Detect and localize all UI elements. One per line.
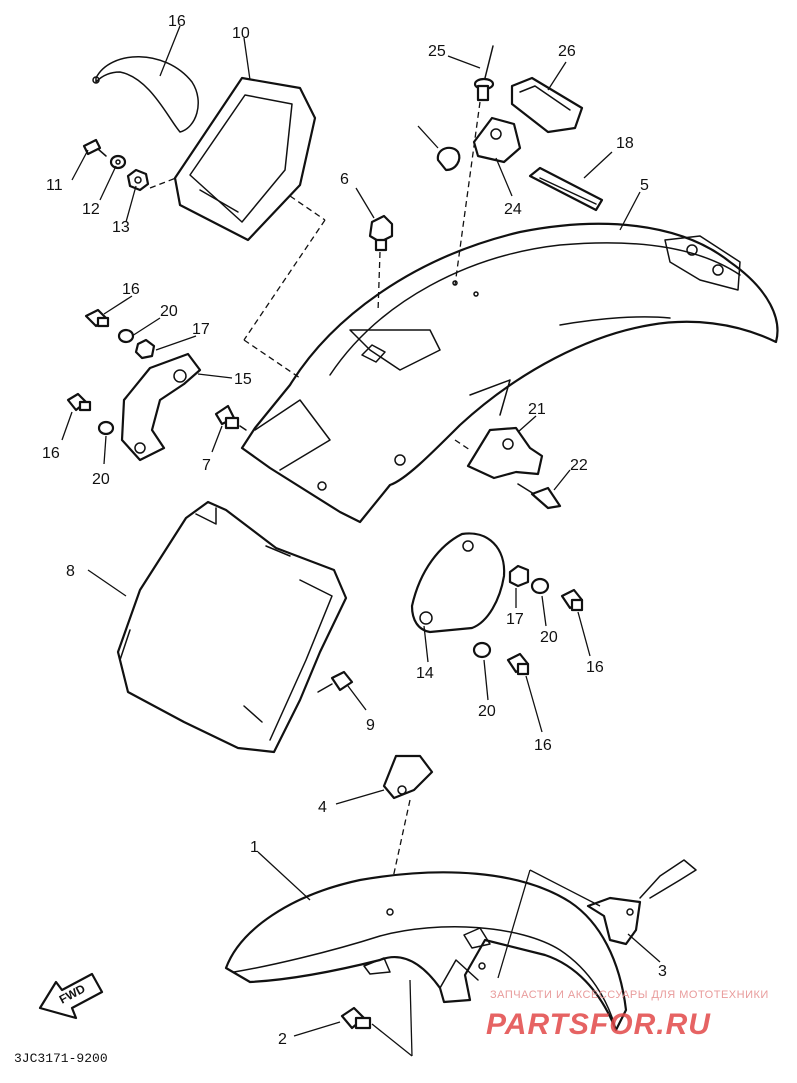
- bracket-part-4: [382, 754, 434, 800]
- washer-part-20-a: [117, 328, 135, 344]
- label-16-c: 16: [586, 659, 604, 676]
- watermark: ЗАПЧАСТИ И АКСЕССУАРЫ ДЛЯ МОТОТЕХНИКИ PA…: [486, 989, 769, 1041]
- label-13: 13: [112, 219, 130, 236]
- bolt-part-2: [340, 1006, 372, 1030]
- watermark-subtitle: ЗАПЧАСТИ И АКСЕССУАРЫ ДЛЯ МОТОТЕХНИКИ: [490, 989, 769, 1001]
- bolt-part-16-c: [560, 588, 584, 612]
- cover-part-14: [410, 532, 506, 634]
- tool-tray-part-10: [173, 76, 317, 242]
- bolt-part-16-a: [84, 308, 110, 328]
- label-24: 25: [428, 43, 446, 60]
- label-8: 8: [66, 563, 75, 580]
- label-23: 24: [504, 201, 522, 218]
- nut-part-17-b: [508, 564, 530, 588]
- front-fender-part-1: [224, 871, 628, 1032]
- label-20-b: 20: [92, 471, 110, 488]
- bolt-part-7: [214, 404, 247, 431]
- bracket-part-21: [454, 426, 544, 480]
- screw-part-22: [517, 483, 562, 510]
- washer-part-20-d: [472, 641, 492, 659]
- label-11: 11: [46, 177, 63, 194]
- washer-part-12: [109, 154, 127, 170]
- label-19: 16: [168, 13, 186, 30]
- label-16-d: 16: [534, 737, 552, 754]
- emblem-part-18: [528, 166, 604, 212]
- screw-part-11: [82, 138, 107, 157]
- label-4: 4: [318, 799, 327, 816]
- label-6: 6: [340, 171, 349, 188]
- label-20-c: 20: [540, 629, 558, 646]
- label-20-d: 20: [478, 703, 496, 720]
- part-labels: 16 10 25 26 18 11 12 13 6 5 24 16 20 17 …: [42, 13, 667, 1048]
- bracket-part-15: [120, 352, 202, 462]
- label-17-a: 17: [192, 321, 210, 338]
- bracket-part-23: [472, 116, 522, 164]
- bolt-part-16-d: [506, 652, 530, 676]
- washer-part-20-b: [97, 420, 115, 436]
- label-9: 9: [366, 717, 375, 734]
- fwd-direction-arrow: FWD: [38, 972, 104, 1020]
- washer-part-20-c: [530, 577, 550, 595]
- label-16-a: 16: [122, 281, 140, 298]
- bolt-part-16-b: [66, 392, 92, 412]
- label-20-a: 20: [160, 303, 178, 320]
- nut-part-17-a: [134, 338, 156, 360]
- label-10: 10: [232, 25, 250, 42]
- screw-part-9: [317, 670, 354, 693]
- reflector-part-25: [510, 76, 584, 134]
- label-1: 1: [250, 839, 259, 856]
- label-22: 22: [570, 457, 588, 474]
- catalog-code: 3JC3171-9200: [14, 1051, 108, 1066]
- label-16-b: 16: [42, 445, 60, 462]
- label-7: 7: [202, 457, 211, 474]
- rear-fender-part-5: [240, 222, 779, 524]
- label-25: 26: [558, 43, 576, 60]
- label-12: 12: [82, 201, 100, 218]
- label-21: 21: [528, 401, 546, 418]
- reflector-screw-part-24: [473, 45, 495, 102]
- seal-strip-part-19: [92, 56, 199, 133]
- bolt-part-6: [368, 214, 394, 252]
- label-17-b: 17: [506, 611, 524, 628]
- nut-part-13: [126, 168, 150, 192]
- bracket-part-3: [586, 859, 697, 946]
- cap-part-26: [436, 146, 461, 172]
- label-3: 3: [658, 963, 667, 980]
- label-5: 5: [640, 177, 649, 194]
- label-2: 2: [278, 1031, 287, 1048]
- watermark-brand: PARTSFOR.RU: [486, 1008, 711, 1041]
- label-18: 18: [616, 135, 634, 152]
- leader-lines: [61, 25, 661, 1037]
- side-cover-part-8: [116, 500, 348, 754]
- label-15: 15: [234, 371, 252, 388]
- label-14: 14: [416, 665, 434, 682]
